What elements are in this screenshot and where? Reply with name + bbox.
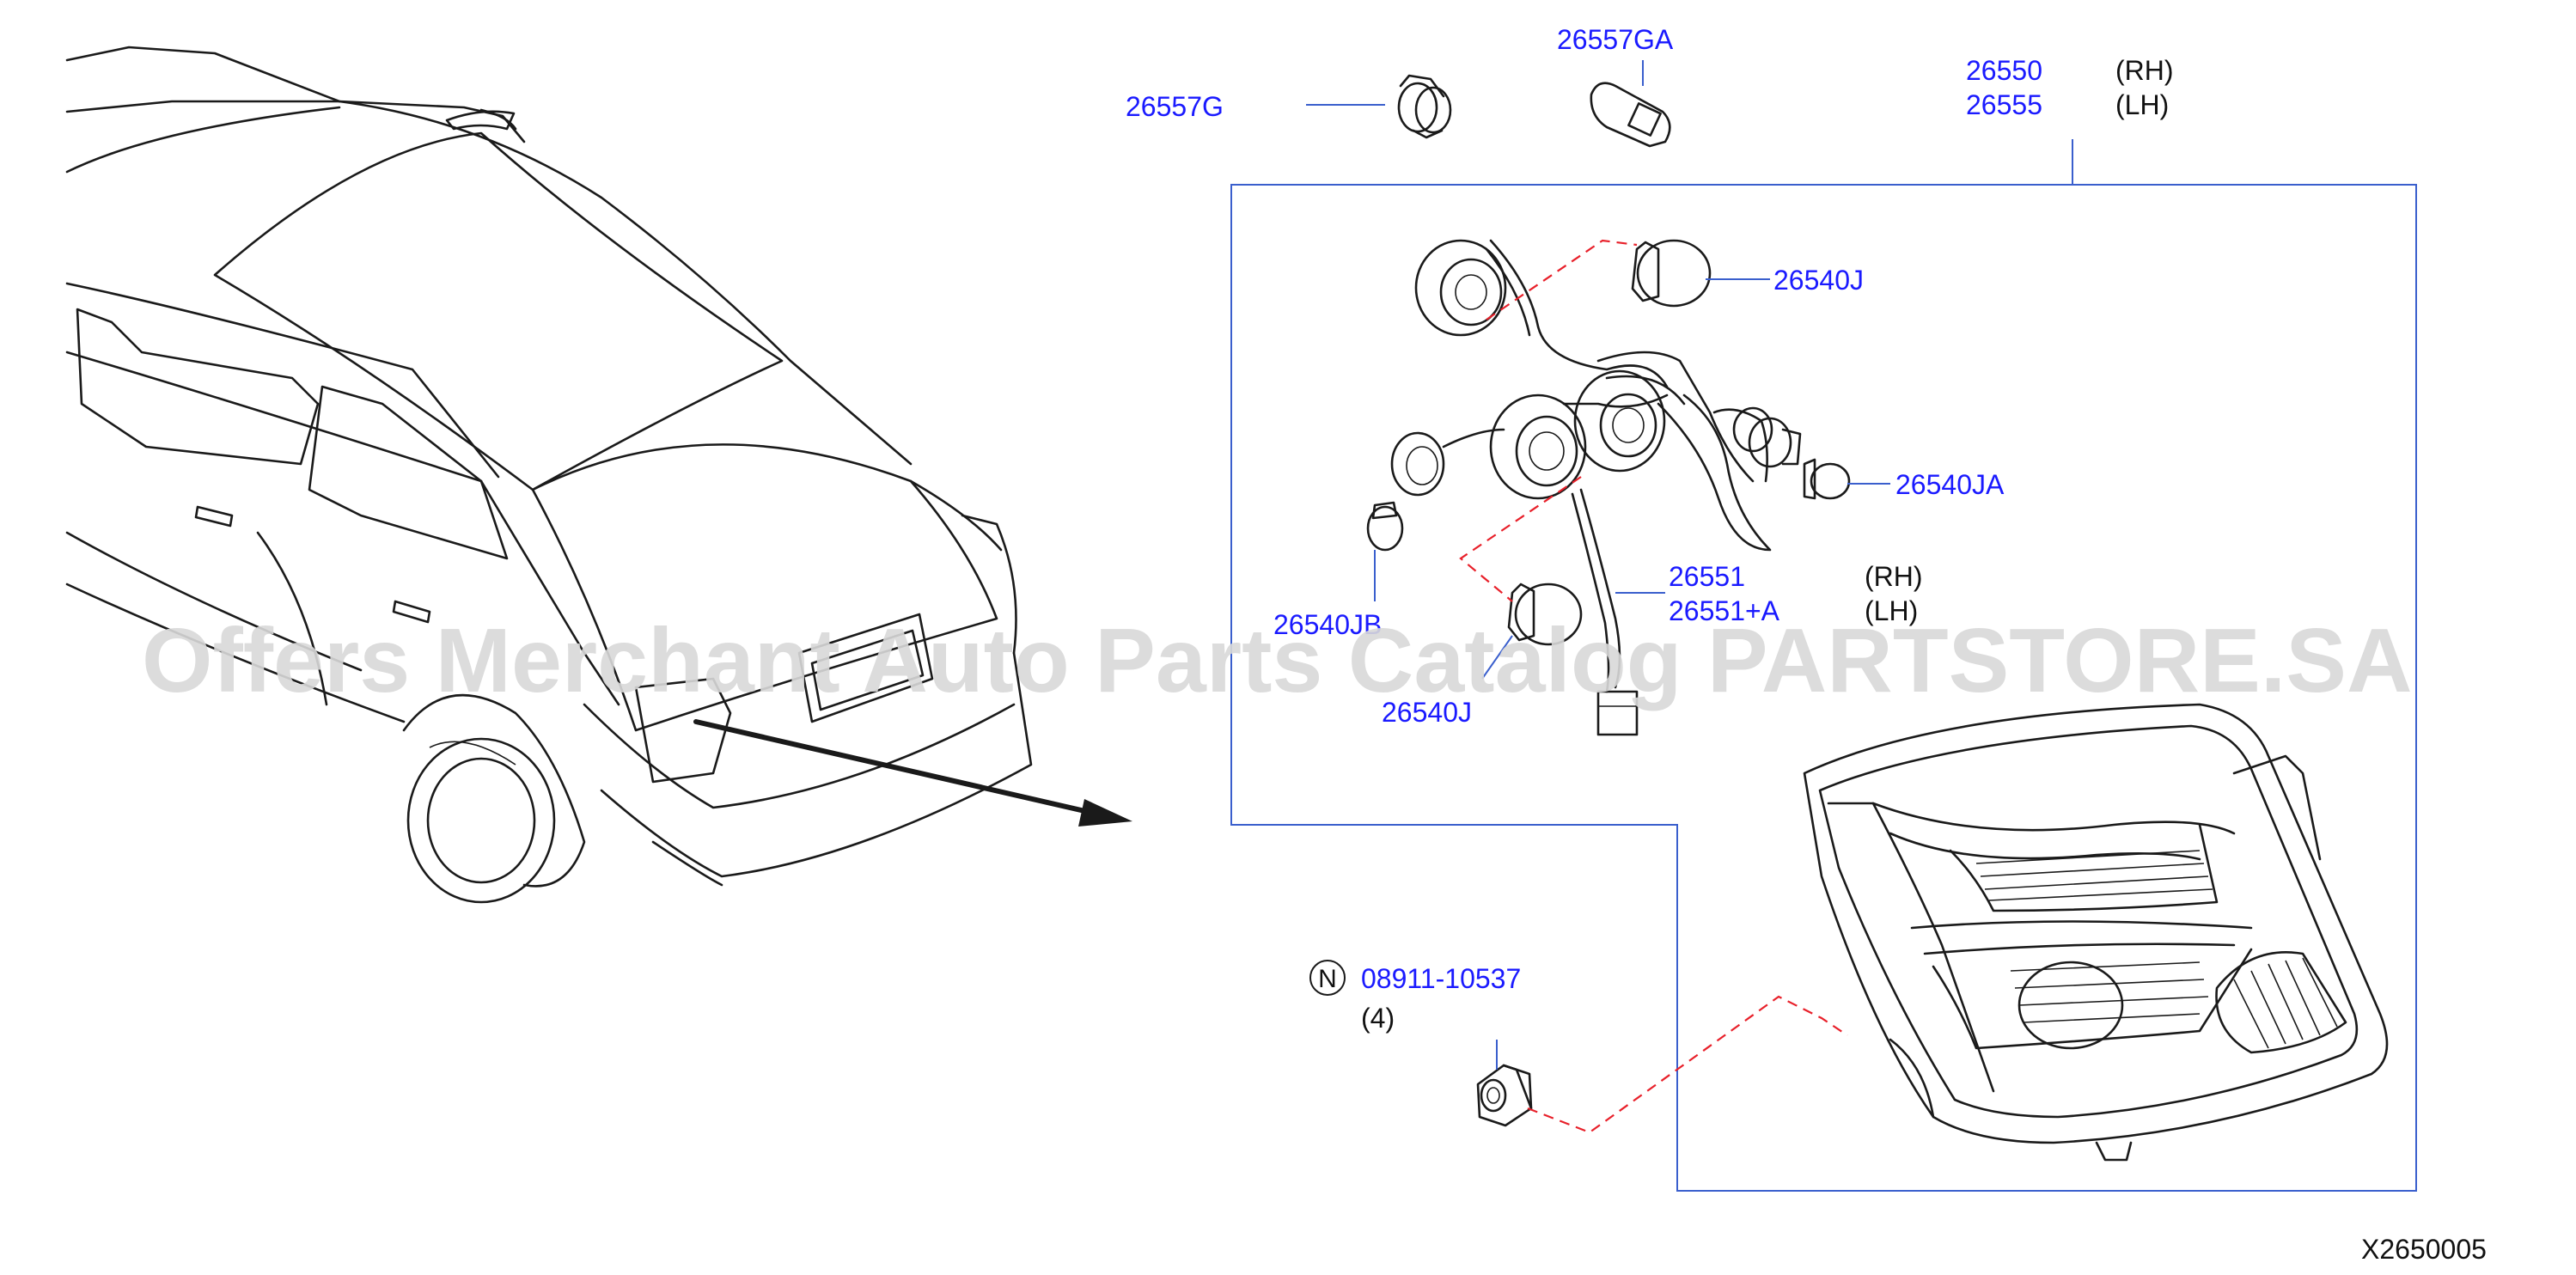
callout-frame bbox=[1230, 139, 2417, 1192]
label-rh-top: (RH) bbox=[2115, 55, 2174, 86]
bulb-26540ja bbox=[1803, 458, 1851, 500]
label-rh-mid: (RH) bbox=[1865, 561, 1923, 592]
label-26540ja[interactable]: 26540JA bbox=[1895, 469, 2005, 500]
label-26540jb[interactable]: 26540JB bbox=[1273, 609, 1382, 640]
nut-symbol-circle bbox=[1309, 960, 1346, 996]
label-26557g[interactable]: 26557G bbox=[1126, 91, 1224, 122]
socket-26557g-part bbox=[1306, 74, 1452, 139]
label-26555[interactable]: 26555 bbox=[1966, 89, 2042, 120]
label-08911-10537[interactable]: 08911-10537 bbox=[1361, 963, 1521, 994]
label-26550[interactable]: 26550 bbox=[1966, 55, 2042, 86]
part-labels: 26557G 26557GA 26550 26555 (RH) (LH) 265… bbox=[1126, 24, 2174, 1034]
bulb-26540j-bottom bbox=[1507, 583, 1583, 646]
label-lh-mid: (LH) bbox=[1865, 595, 1918, 626]
harness-assembly-part bbox=[1390, 239, 1802, 736]
label-lh-top: (LH) bbox=[2115, 89, 2169, 120]
label-26557ga[interactable]: 26557GA bbox=[1557, 24, 1674, 55]
label-nut-qty: (4) bbox=[1361, 1003, 1395, 1034]
nut-part bbox=[1476, 1064, 1533, 1127]
tail-lamp-assembly-part bbox=[1803, 703, 2389, 1162]
bulb-26540jb bbox=[1366, 501, 1404, 552]
vehicle-illustration bbox=[65, 46, 1132, 904]
label-26540j-top[interactable]: 26540J bbox=[1773, 265, 1864, 296]
leader-lines bbox=[1374, 278, 1890, 1070]
arrow-head-icon bbox=[1078, 799, 1132, 827]
watermark: Offers Merchant Auto Parts Catalog PARTS… bbox=[142, 610, 2413, 711]
drawing-code: X2650005 bbox=[2361, 1234, 2487, 1265]
label-26551a[interactable]: 26551+A bbox=[1669, 595, 1780, 626]
nut-symbol: N bbox=[1318, 965, 1337, 993]
bulb-26540j-top bbox=[1631, 239, 1712, 308]
socket-26557ga-part bbox=[1590, 60, 1671, 148]
reference-dashes bbox=[1459, 239, 1848, 1134]
label-26551[interactable]: 26551 bbox=[1669, 561, 1745, 592]
label-26540j-bottom[interactable]: 26540J bbox=[1382, 697, 1472, 728]
